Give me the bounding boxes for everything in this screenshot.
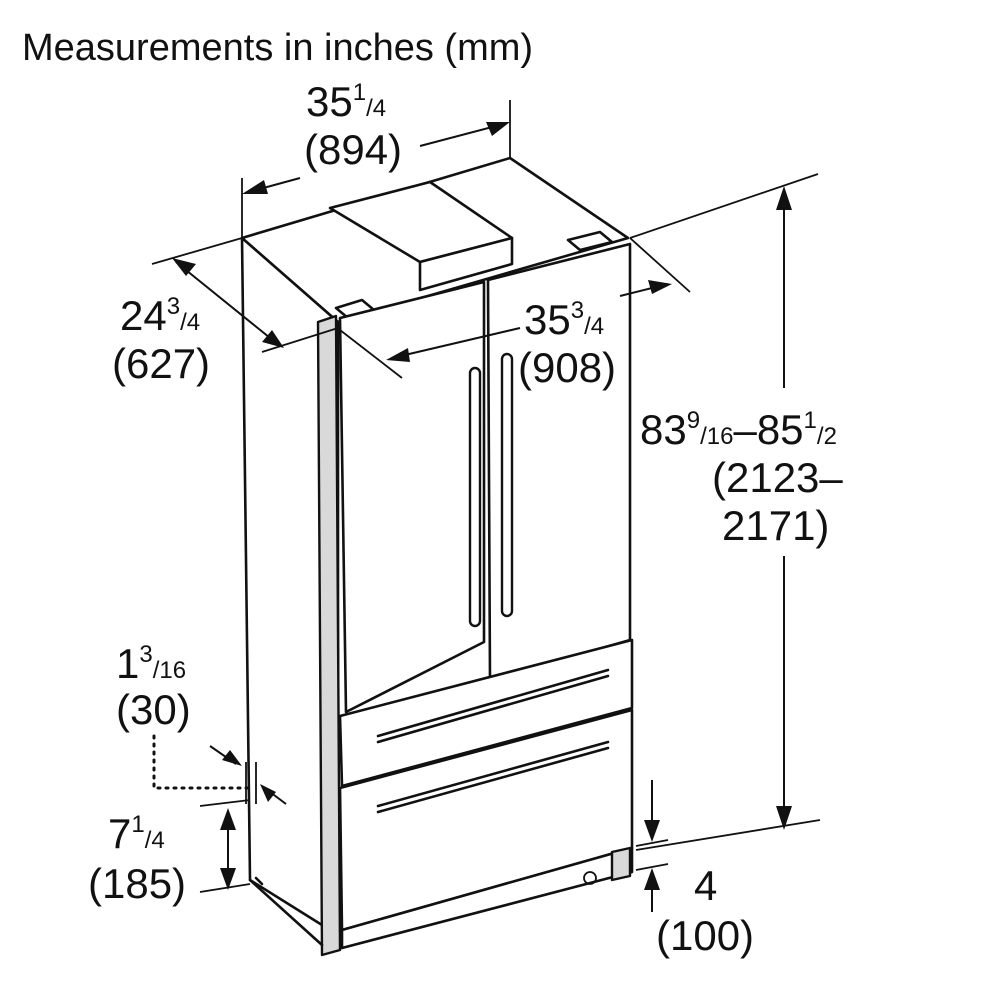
svg-text:243/4: 243/4 — [120, 292, 200, 339]
base-plinth — [340, 846, 634, 950]
door-width-mm: (908) — [518, 344, 616, 391]
toe-kick-whole: 7 — [108, 810, 131, 857]
side-gap-whole: 1 — [116, 640, 139, 687]
base-height-value: 4 — [694, 862, 717, 909]
top-vent-front — [418, 236, 514, 292]
height-min-whole: 83 — [640, 406, 687, 453]
right-hinge-cover — [566, 230, 614, 252]
base-height-mm: (100) — [656, 912, 754, 959]
depth-mm: (627) — [112, 340, 210, 387]
diagram-title: Measurements in inches (mm) — [22, 27, 533, 69]
dimension-base-height: 4 (100) — [635, 780, 754, 959]
dimension-height: 839/16–851/2 (2123– 2171) — [629, 173, 843, 851]
svg-text:839/16–851/2: 839/16–851/2 — [640, 406, 837, 453]
right-door-handle — [500, 352, 514, 618]
svg-text:13/16: 13/16 — [116, 640, 186, 687]
svg-text:353/4: 353/4 — [524, 296, 604, 343]
left-door-handle — [468, 366, 482, 628]
left-door — [338, 280, 486, 714]
leveling-foot-left — [254, 876, 264, 886]
cabinet-back-edge — [248, 878, 324, 947]
width-mm: (894) — [304, 126, 402, 173]
side-gap-mm: (30) — [116, 686, 191, 733]
dimension-door-width: 353/4 (908) — [339, 237, 691, 391]
refrigerator-illustration — [240, 156, 634, 957]
height-mm-line2: 2171) — [722, 502, 829, 549]
upper-freezer-drawer — [338, 638, 634, 788]
height-mm-line1: (2123– — [712, 454, 843, 501]
depth-whole: 24 — [120, 292, 167, 339]
svg-text:351/4: 351/4 — [306, 78, 386, 125]
leveling-foot-right — [610, 846, 632, 882]
upper-drawer-handle — [376, 668, 610, 738]
side-trim-strip — [316, 314, 342, 957]
width-whole: 35 — [306, 78, 353, 125]
svg-text:71/4: 71/4 — [108, 810, 165, 857]
lower-drawer-handle — [376, 740, 610, 808]
door-width-whole: 35 — [524, 296, 571, 343]
caster-wheel — [583, 871, 597, 885]
dimension-width: 351/4 (894) — [241, 78, 511, 238]
dimension-depth: 243/4 (627) — [112, 237, 339, 387]
dimension-side-gap: 13/16 (30) — [116, 640, 287, 805]
toe-kick-mm: (185) — [88, 860, 186, 907]
dimension-toe-kick: 71/4 (185) — [88, 799, 251, 907]
